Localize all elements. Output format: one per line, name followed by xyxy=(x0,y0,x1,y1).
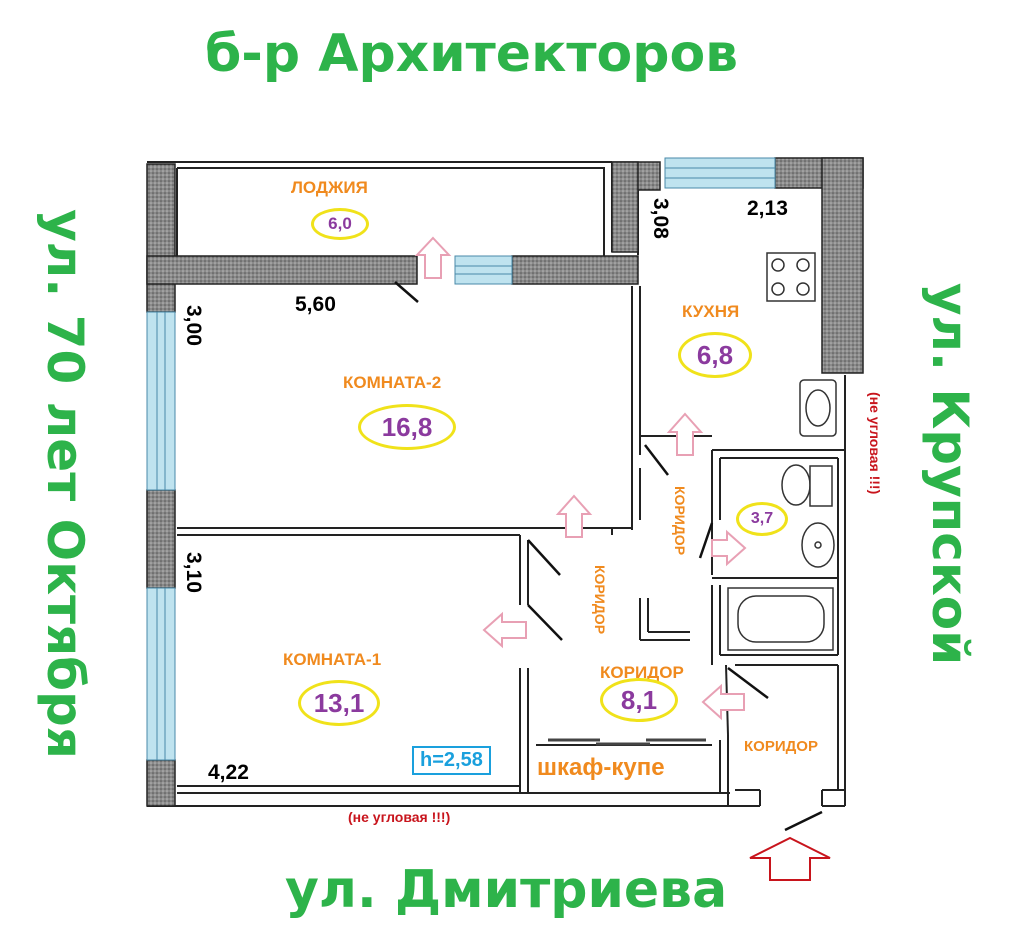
corridor-label-kitchen: КОРИДОР xyxy=(672,486,688,556)
wash-basin-icon xyxy=(801,522,835,568)
area-kitchen: 6,8 xyxy=(678,332,752,378)
kitchen-sink-icon xyxy=(799,379,837,437)
room-name-kitchen: КУХНЯ xyxy=(682,302,740,321)
room-name-loggia: ЛОДЖИЯ xyxy=(291,178,368,197)
area-corridor-main: 8,1 xyxy=(600,678,678,722)
ceiling-height-badge: h=2,58 xyxy=(412,746,491,775)
doors xyxy=(394,281,823,832)
area-bathroom: 3,7 xyxy=(736,502,788,536)
dimension-room2-depth: 3,00 xyxy=(182,305,205,346)
stove-icon xyxy=(766,252,816,302)
bathtub-icon xyxy=(727,587,834,651)
room-name-corridor-main: КОРИДОР xyxy=(600,663,684,682)
dimension-room1-depth: 3,10 xyxy=(182,552,205,593)
windows xyxy=(146,157,776,761)
area-room1: 13,1 xyxy=(298,680,380,726)
direction-arrows xyxy=(414,236,747,721)
entrance-arrow-icon xyxy=(749,836,831,881)
room-name-room2: КОМНАТА-2 xyxy=(343,373,442,392)
hatched-walls xyxy=(146,157,864,807)
street-bottom-label: ул. Дмитриева xyxy=(285,860,728,920)
room-name-room1: КОМНАТА-1 xyxy=(283,650,382,669)
area-loggia: 6,0 xyxy=(311,208,369,240)
dimension-kitchen-depth: 3,08 xyxy=(649,198,672,239)
corridor-label-entrance: КОРИДОР xyxy=(744,738,818,755)
wardrobe-doors xyxy=(548,738,706,746)
street-top-label: б-р Архитекторов xyxy=(205,24,739,84)
corridor-label-rooms: КОРИДОР xyxy=(592,565,608,635)
dimension-loggia-width: 5,60 xyxy=(295,293,336,316)
area-room2: 16,8 xyxy=(358,404,456,450)
dimension-kitchen-width: 2,13 xyxy=(747,197,788,220)
dimension-room1-width: 4,22 xyxy=(208,761,249,784)
toilet-icon xyxy=(781,464,833,507)
wardrobe-label: шкаф-купе xyxy=(537,754,665,781)
note-not-corner-bottom: (не угловая !!!) xyxy=(348,809,451,825)
note-not-corner-right: (не угловая !!!) xyxy=(867,392,883,495)
